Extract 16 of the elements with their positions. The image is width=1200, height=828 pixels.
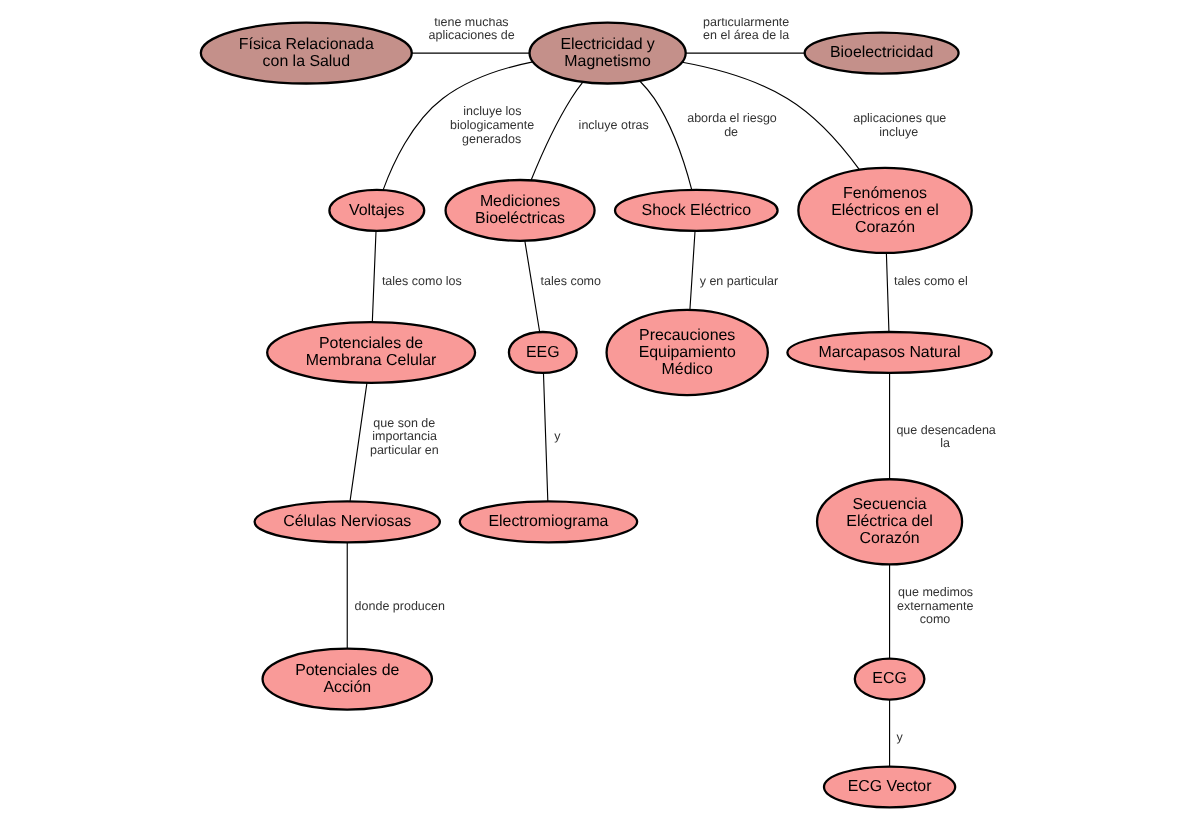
connector (888, 562, 890, 659)
connector (888, 371, 890, 479)
connector (345, 541, 347, 649)
connector (348, 381, 367, 501)
connector (688, 229, 695, 310)
connector (529, 80, 583, 180)
connector (884, 251, 889, 332)
connector (541, 371, 548, 501)
connector (523, 239, 540, 332)
connector (638, 79, 692, 190)
connector (381, 60, 533, 190)
connector (680, 60, 859, 169)
connector (410, 51, 529, 53)
connector (684, 51, 804, 53)
connector (370, 229, 376, 322)
connector (888, 698, 890, 766)
